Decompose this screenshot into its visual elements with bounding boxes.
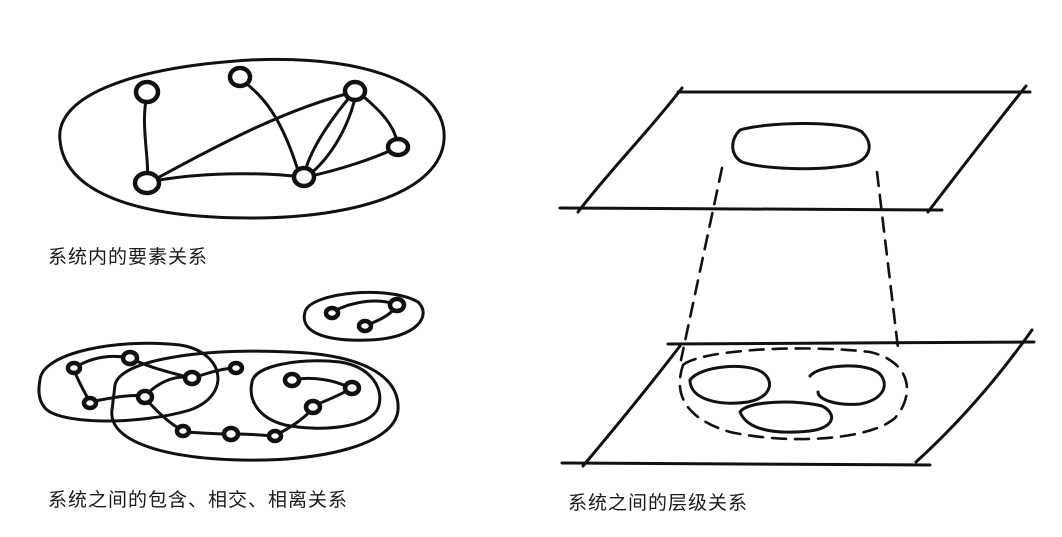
element-node [174,423,192,439]
separate-system-ellipse [302,290,425,342]
element-node [266,428,284,444]
lower-plane [914,328,1034,464]
upper-plane [558,206,944,212]
element-node [132,170,162,196]
system-boundary-ellipse [58,57,446,220]
system-internal-diagram [58,57,446,220]
lower-system-boundary [678,347,909,441]
element-link [330,299,399,314]
element-node [227,65,253,89]
element-link [146,172,304,184]
element-node [303,398,323,416]
element-node [387,296,407,314]
element-link [148,90,356,184]
element-link [238,76,302,179]
subsystem-ellipse [738,400,834,434]
element-link [304,146,398,179]
caption-hierarchy-relations: 系统之间的层级关系 [568,492,749,514]
system-levels-diagram [558,84,1036,468]
lower-plane [581,344,682,468]
element-link [142,93,150,184]
caption-system-relations: 系统之间的包含、相交、相离关系 [48,489,349,511]
element-node [81,395,99,411]
element-node [120,349,140,367]
middle-system-ellipse [110,349,400,462]
subsystem-ellipse [808,364,886,406]
system-relations-diagram [37,290,425,462]
element-node [227,360,245,376]
element-node [282,371,302,389]
element-link [356,90,400,148]
upper-plane [576,86,684,214]
lower-plane [560,461,932,467]
lower-plane [666,340,1036,346]
contained-system-ellipse [249,359,382,430]
element-node [65,360,83,376]
projection-line [679,166,724,362]
element-node [221,425,241,443]
element-node [133,79,161,105]
element-node [323,305,341,321]
element-node [342,79,368,103]
left-system-ellipse [37,341,220,423]
element-node [385,136,411,158]
upper-plane [926,84,1028,214]
subsystem-ellipse [688,364,772,405]
element-node [342,379,362,397]
element-node [135,388,155,406]
element-node [182,369,202,387]
projection-line [875,170,900,350]
element-node [356,318,374,334]
element-node [291,165,317,189]
upper-system-ellipse [731,122,871,171]
caption-internal-relations: 系统内的要素关系 [48,246,209,268]
